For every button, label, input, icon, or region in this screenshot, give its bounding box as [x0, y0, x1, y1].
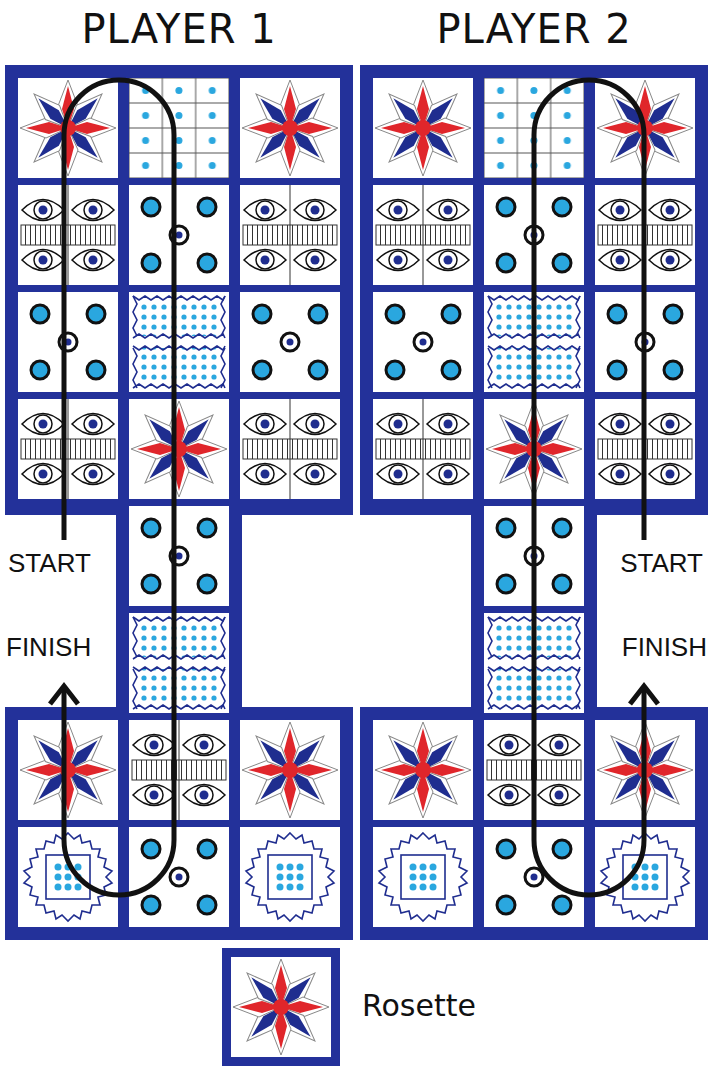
board-1 [5, 65, 353, 940]
start-label: START [8, 548, 91, 579]
finish-label: FINISH [6, 632, 91, 663]
player-heading: PLAYER 2 [360, 6, 708, 52]
legend-text: Rosette [362, 988, 476, 1023]
player-board: PLAYER 2 [360, 0, 708, 940]
player-board: PLAYER 1 [5, 0, 353, 940]
board-2 [360, 65, 708, 940]
player-heading: PLAYER 1 [5, 6, 353, 52]
finish-label: FINISH [622, 632, 707, 663]
legend-sample [222, 948, 340, 1066]
start-label: START [620, 548, 703, 579]
